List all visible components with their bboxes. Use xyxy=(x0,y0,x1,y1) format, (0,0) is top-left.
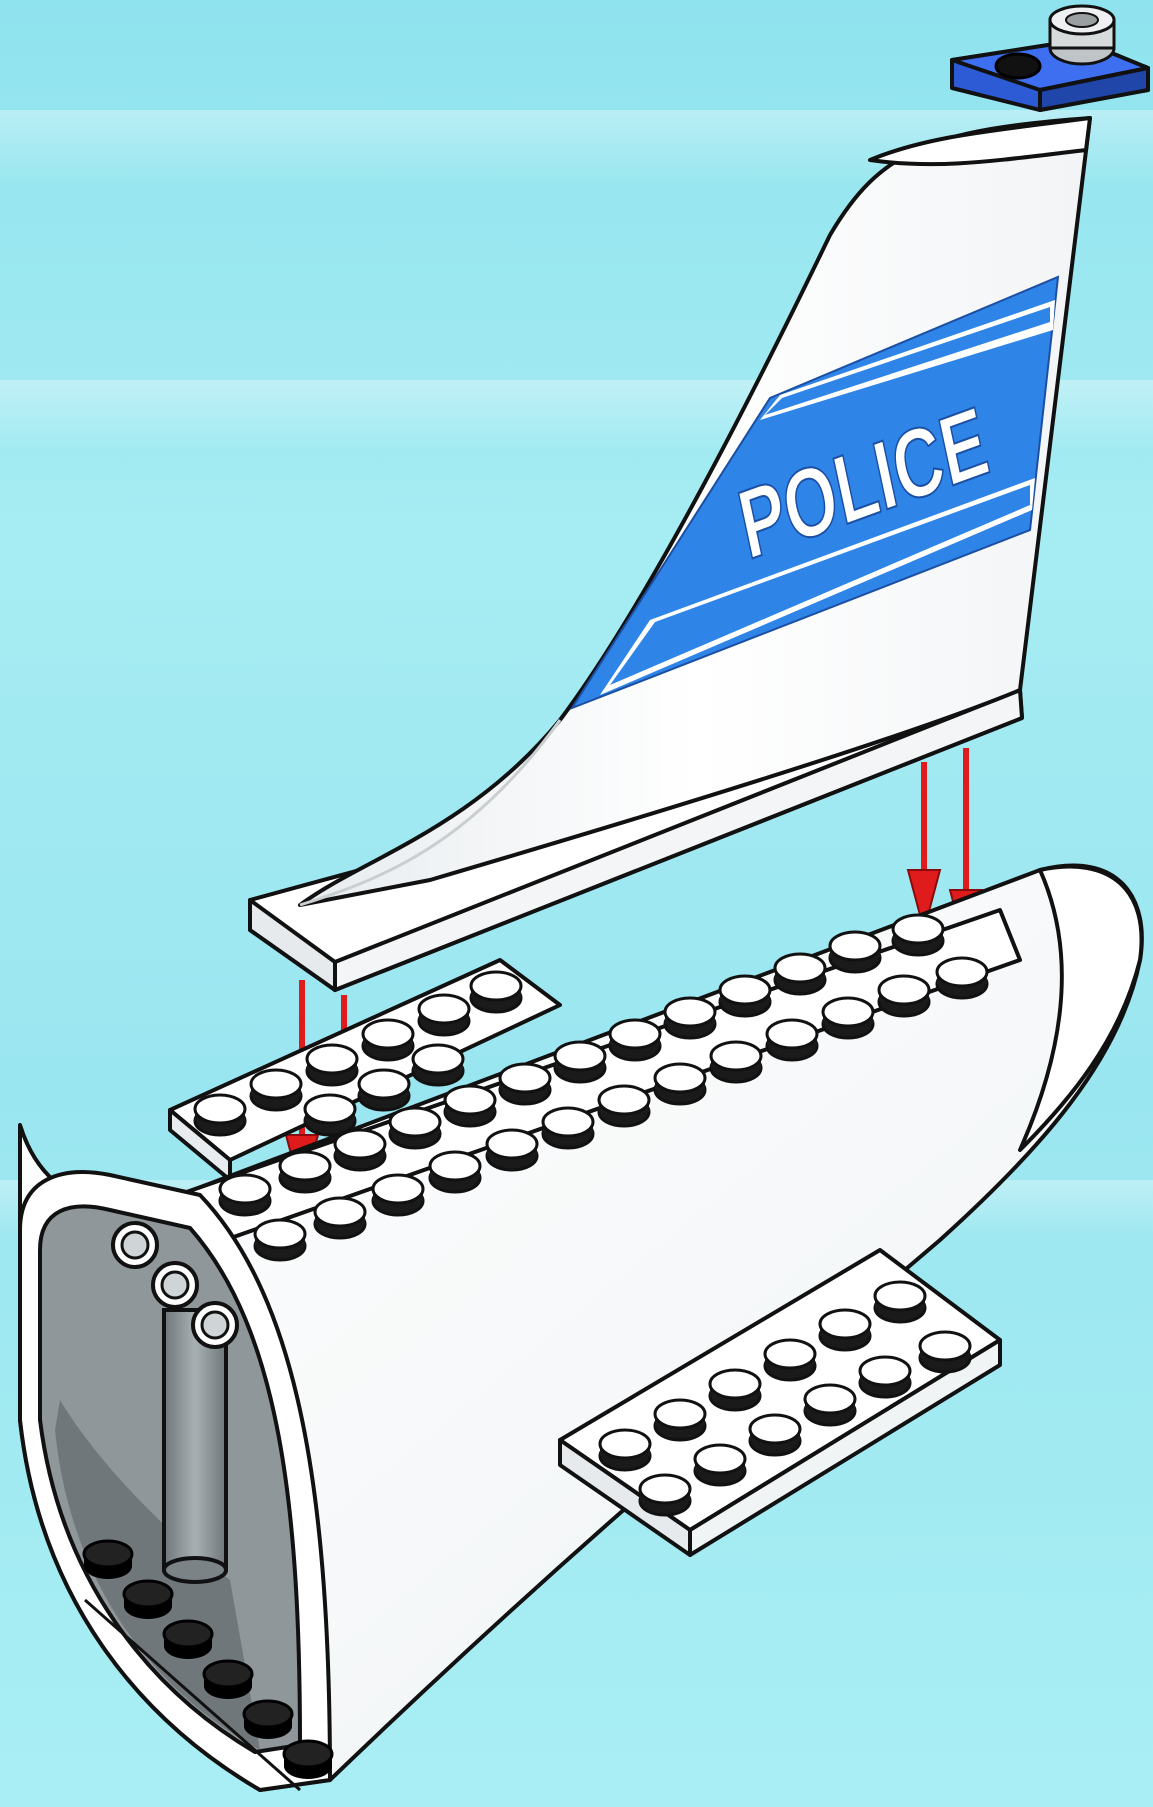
arrow-3 xyxy=(908,762,940,930)
gray-bar xyxy=(164,1310,226,1582)
fuselage-tail-section xyxy=(20,866,1142,1790)
blue-cap-piece xyxy=(952,6,1148,110)
